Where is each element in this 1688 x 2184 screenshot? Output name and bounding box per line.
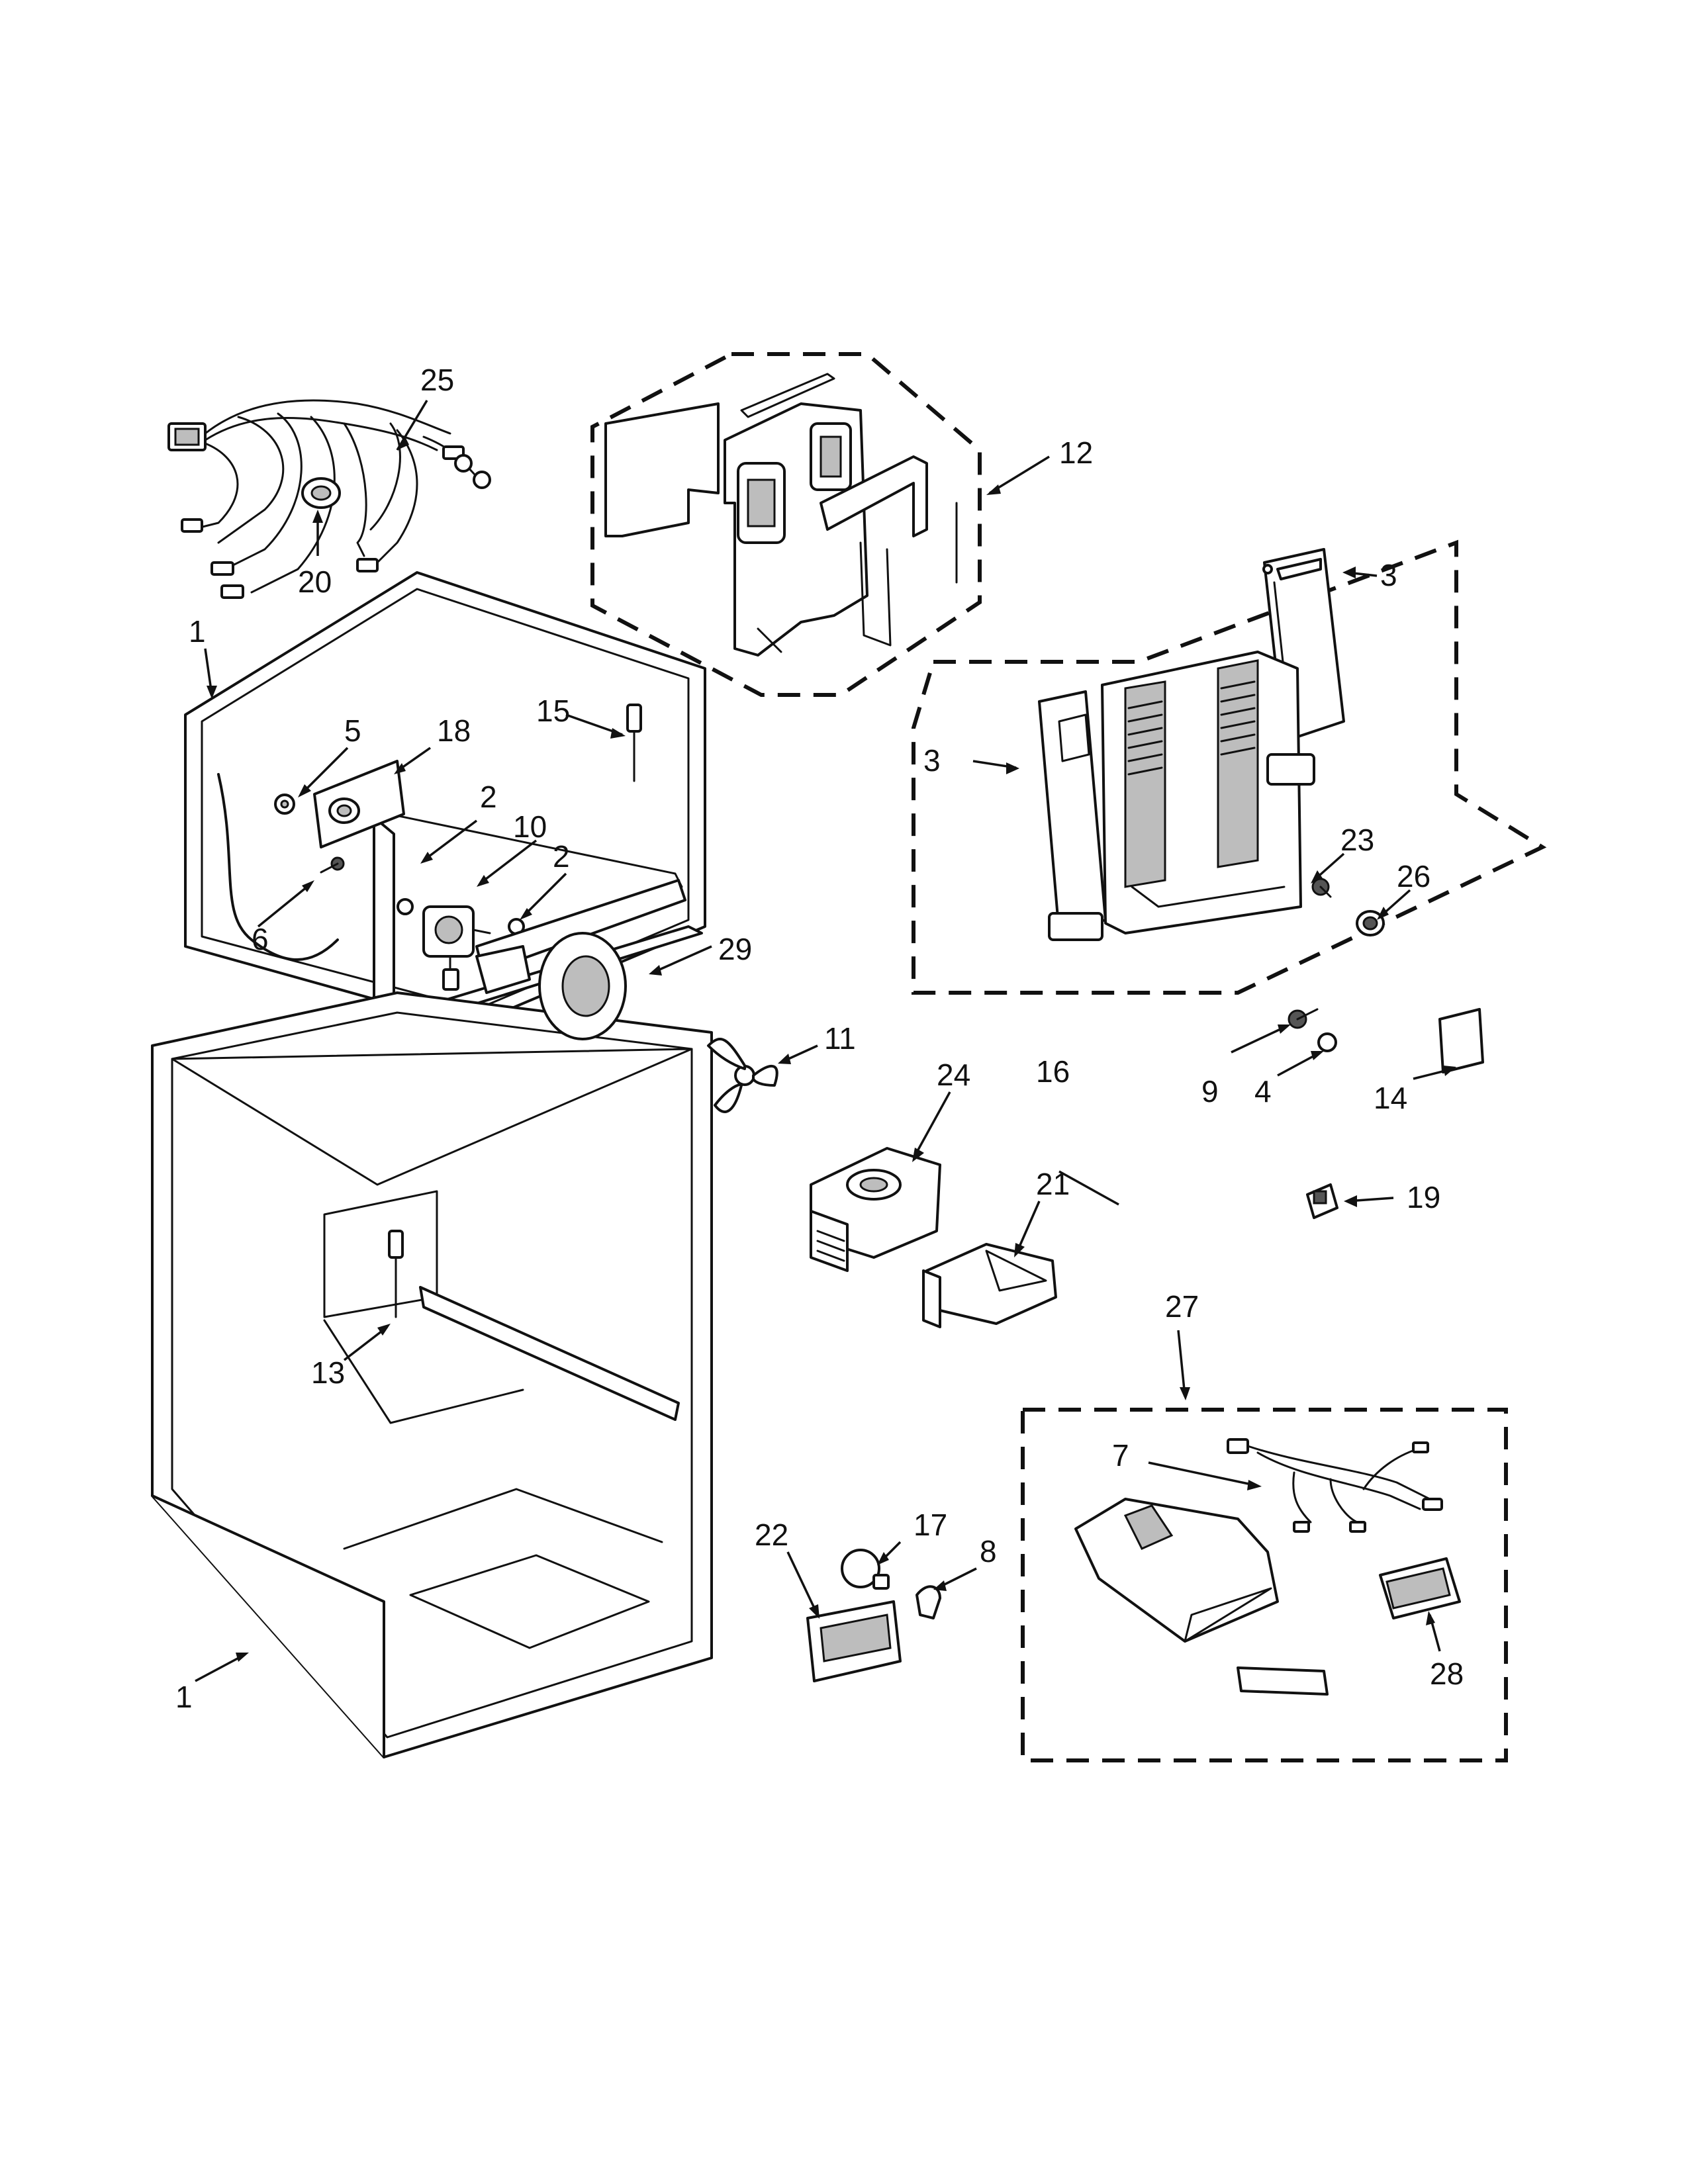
clip-part-2-a xyxy=(397,898,414,915)
connector-part-20 xyxy=(301,477,341,509)
leader-lines xyxy=(195,400,1456,1682)
screw-part-6 xyxy=(320,856,345,874)
wire-harness-part-7 xyxy=(1227,1438,1443,1533)
callout-28: 28 xyxy=(1430,1657,1464,1691)
callout-19: 19 xyxy=(1407,1180,1440,1214)
callout-14: 14 xyxy=(1374,1081,1407,1115)
callout-3-lower: 3 xyxy=(923,743,941,778)
callout-21: 21 xyxy=(1036,1167,1070,1201)
callout-6: 6 xyxy=(252,922,269,956)
callout-5: 5 xyxy=(344,713,361,748)
callout-1-upper: 1 xyxy=(189,614,206,649)
callout-7: 7 xyxy=(1112,1438,1129,1473)
callout-1-lower: 1 xyxy=(175,1680,193,1714)
air-duct-assembly-part-12 xyxy=(604,373,958,657)
fresh-food-liner-part-1-lower xyxy=(151,991,713,1758)
control-housing-part-24 xyxy=(810,1147,941,1272)
callout-2-b: 2 xyxy=(553,839,570,874)
callout-15: 15 xyxy=(536,694,570,728)
callout-10: 10 xyxy=(513,809,547,844)
callout-11: 11 xyxy=(824,1021,856,1056)
callout-17: 17 xyxy=(914,1508,947,1542)
group-outline-12 xyxy=(590,352,982,697)
washer-part-5 xyxy=(274,794,295,815)
switch-part-19 xyxy=(1306,1183,1338,1219)
callout-24: 24 xyxy=(937,1058,970,1092)
light-shield-part-22 xyxy=(806,1600,902,1682)
plug-part-4 xyxy=(1317,1032,1337,1052)
callout-2-a: 2 xyxy=(480,780,497,814)
callout-29: 29 xyxy=(718,932,752,966)
fan-motor-part-10 xyxy=(422,905,491,991)
callout-22: 22 xyxy=(755,1518,788,1552)
callout-26: 26 xyxy=(1397,859,1430,893)
cap-part-26 xyxy=(1356,910,1385,936)
light-socket-part-18 xyxy=(313,760,405,848)
callout-9: 9 xyxy=(1201,1074,1219,1109)
ice-housing-part-27 xyxy=(1074,1498,1279,1643)
callout-27: 27 xyxy=(1165,1289,1199,1324)
evaporator-cover-part-16 xyxy=(1038,651,1315,941)
callout-3-upper: 3 xyxy=(1380,558,1397,592)
callout-4: 4 xyxy=(1254,1074,1272,1109)
callout-23: 23 xyxy=(1340,823,1374,857)
screw-part-23 xyxy=(1311,878,1332,898)
bracket-part-21 xyxy=(922,1243,1057,1328)
callout-13: 13 xyxy=(311,1355,345,1390)
clip-part-8 xyxy=(915,1585,941,1619)
fan-shroud-part-29 xyxy=(475,879,686,1040)
group-outline-3-16 xyxy=(912,539,1547,995)
callout-20: 20 xyxy=(298,565,332,599)
callout-25: 25 xyxy=(420,363,454,397)
label-card xyxy=(1237,1666,1329,1696)
fan-blade-part-11 xyxy=(707,1038,778,1113)
control-board-part-28 xyxy=(1379,1557,1461,1619)
light-bulb-part-17 xyxy=(841,1549,890,1590)
callout-12: 12 xyxy=(1059,435,1093,470)
callout-18: 18 xyxy=(437,713,471,748)
callout-8: 8 xyxy=(980,1534,997,1569)
thermistor-part-15 xyxy=(626,704,642,782)
screw-part-9 xyxy=(1288,1008,1319,1029)
cover-plate-part-14 xyxy=(1438,1008,1484,1073)
callout-16: 16 xyxy=(1036,1054,1070,1089)
thermistor-part-13 xyxy=(388,1230,404,1318)
group-outline-27 xyxy=(1021,1408,1508,1762)
